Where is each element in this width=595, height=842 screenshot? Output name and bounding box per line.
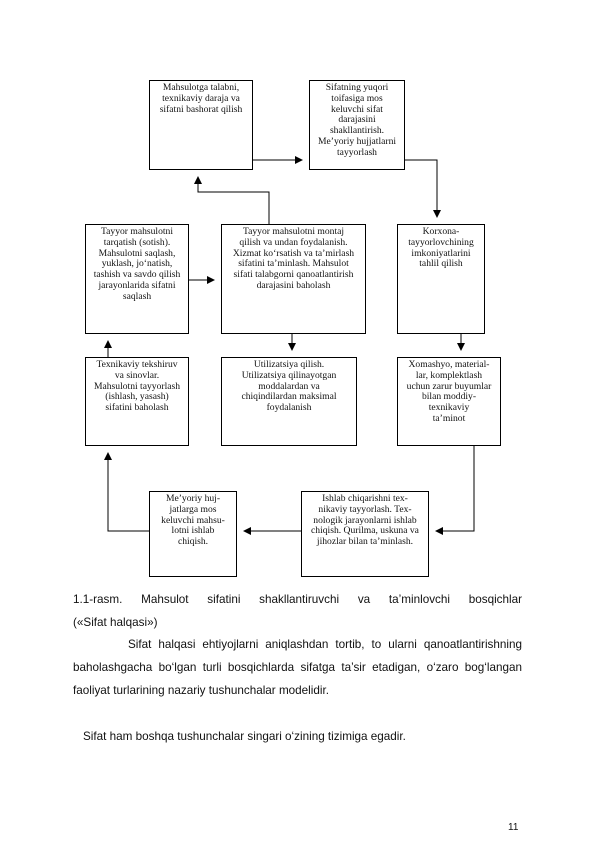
- page-number: 11: [508, 822, 519, 833]
- box-production: Me’yoriy huj- jatlarga mos keluvchi mahs…: [149, 491, 237, 577]
- box-technical-prep-text: Ishlab chiqarishni tex- nikaviy tayyorla…: [311, 493, 419, 548]
- box-utilization: Utilizatsiya qilish. Utilizatsiya qilina…: [221, 357, 357, 446]
- box-inspection: Texnikaviy tekshiruv va sinovlar. Mahsul…: [85, 357, 189, 446]
- paragraph-1: Sifat halqasi ehtiyojlarni aniqlashdan t…: [73, 638, 522, 697]
- paragraph-2: Sifat ham boshqa tushunchalar singari o‘…: [83, 730, 406, 743]
- box-technical-prep: Ishlab chiqarishni tex- nikaviy tayyorla…: [301, 491, 429, 577]
- box-installation-text: Tayyor mahsulotni montaj qilish va undan…: [232, 226, 355, 291]
- box-distribution-text: Tayyor mahsulotni tarqatish (sotish). Ma…: [93, 226, 181, 302]
- box-supply-text: Xomashyo, material- lar, komplektlash uc…: [406, 359, 492, 424]
- box-supply: Xomashyo, material- lar, komplektlash uc…: [397, 357, 501, 446]
- box-quality-level: Sifatning yuqori toifasiga mos keluvchi …: [309, 80, 405, 170]
- box-installation: Tayyor mahsulotni montaj qilish va undan…: [221, 224, 366, 334]
- box-enterprise-analysis: Korxona- tayyorlovchining imkoniyatlarin…: [397, 224, 485, 334]
- box-distribution: Tayyor mahsulotni tarqatish (sotish). Ma…: [85, 224, 189, 334]
- box-enterprise-analysis-text: Korxona- tayyorlovchining imkoniyatlarin…: [408, 226, 474, 270]
- figure-caption: 1.1-rasm. Mahsulot sifatini shakllantiru…: [73, 588, 522, 634]
- arrow-production-to-inspection: [104, 452, 149, 532]
- arrow-supply-to-techprep: [435, 446, 475, 535]
- arrow-quality-to-enterprise: [405, 159, 441, 218]
- arrow-installation-to-forecast: [194, 176, 270, 224]
- box-inspection-text: Texnikaviy tekshiruv va sinovlar. Mahsul…: [93, 359, 181, 414]
- box-quality-level-text: Sifatning yuqori toifasiga mos keluvchi …: [317, 82, 397, 158]
- box-forecast: Mahsulotga talabni, texnikaviy daraja va…: [149, 80, 253, 170]
- caption-line-2: («Sifat halqasi»): [73, 616, 158, 629]
- box-production-text: Me’yoriy huj- jatlarga mos keluvchi mahs…: [161, 493, 225, 548]
- box-utilization-text: Utilizatsiya qilish. Utilizatsiya qilina…: [241, 359, 337, 414]
- caption-line-1: 1.1-rasm. Mahsulot sifatini shakllantiru…: [73, 593, 522, 606]
- box-forecast-text: Mahsulotga talabni, texnikaviy daraja va…: [159, 82, 243, 115]
